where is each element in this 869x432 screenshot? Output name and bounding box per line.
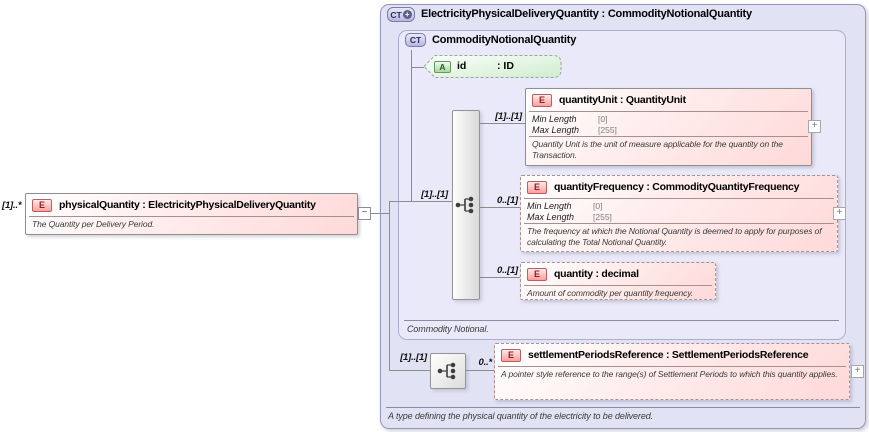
separator — [529, 136, 808, 137]
attribute-type: : ID — [497, 60, 514, 72]
complextype-icon-label: CT — [390, 9, 402, 20]
sequence-icon — [455, 196, 474, 214]
facet-row: Max Length [255] — [526, 124, 811, 135]
element-icon: E — [527, 267, 547, 281]
element-box-physicalquantity[interactable]: E physicalQuantity : ElectricityPhysical… — [25, 193, 358, 235]
facet-label: Min Length — [527, 200, 572, 211]
basetype-icon: CT — [405, 33, 426, 47]
element-icon: E — [32, 198, 52, 212]
separator — [524, 198, 834, 199]
element-icon: E — [501, 348, 521, 362]
facet-list: Min Length [0] Max Length [255] — [526, 112, 811, 135]
element-title: quantityUnit : QuantityUnit — [559, 94, 686, 106]
extension-sequence-cardinality: [1]..[1] — [400, 352, 427, 363]
collapse-button[interactable]: − — [358, 207, 371, 220]
basetype-title: CommodityNotionalQuantity — [432, 34, 577, 46]
element-title: quantity : decimal — [554, 268, 639, 280]
facet-list: Min Length [0] Max Length [255] — [521, 199, 837, 222]
expand-button-quantityunit[interactable]: + — [808, 120, 821, 133]
expand-button-settlementperiodsreference[interactable]: + — [851, 365, 864, 378]
element-icon: E — [532, 93, 552, 107]
connector-attribute-trunk — [411, 50, 412, 201]
complextype-plus-icon: CT+ — [387, 7, 415, 22]
connector-to-quantityunit — [480, 123, 525, 124]
basetype-footer-separator — [404, 320, 839, 321]
element-doc: Amount of commodity per quantity frequen… — [527, 288, 694, 298]
facet-row: Max Length [255] — [521, 211, 837, 222]
element-doc: The frequency at which the Notional Quan… — [527, 226, 822, 247]
element-doc: The Quantity per Delivery Period. — [32, 219, 155, 229]
separator — [498, 366, 846, 367]
facet-label: Max Length — [527, 211, 575, 222]
facet-row: Min Length [0] — [521, 200, 837, 211]
extension-sequence-compositor[interactable] — [430, 353, 466, 389]
sequence-compositor[interactable] — [452, 110, 480, 300]
connector-trunk — [389, 201, 390, 371]
connector-trunk-to-sequence — [389, 201, 452, 202]
separator — [529, 111, 808, 112]
complextype-doc: A type defining the physical quantity of… — [388, 411, 654, 421]
facet-value: [0] — [598, 113, 608, 124]
sequence-cardinality: [1]..[1] — [421, 189, 448, 200]
quantityfrequency-cardinality: 0..[1] — [497, 195, 518, 206]
settlementperiodsreference-cardinality: 0..* — [478, 357, 493, 368]
element-title: quantityFrequency : CommodityQuantityFre… — [554, 181, 800, 193]
connector-to-quantity — [480, 277, 520, 278]
quantityunit-cardinality: [1]..[1] — [495, 111, 522, 122]
connector-to-settlementperiodsreference — [466, 370, 494, 371]
separator — [29, 216, 354, 217]
facet-label: Max Length — [532, 124, 580, 135]
quantity-cardinality: 0..[1] — [497, 265, 518, 276]
attribute-shape[interactable] — [423, 53, 567, 80]
element-box-quantity[interactable]: E quantity : decimal Amount of commodity… — [520, 262, 716, 300]
connector-source-to-trunk — [371, 213, 390, 214]
attribute-icon: A — [434, 61, 451, 73]
sequence-icon — [437, 362, 456, 380]
element-doc: Quantity Unit is the unit of measure app… — [532, 139, 783, 160]
expand-button-quantityfrequency[interactable]: + — [833, 207, 846, 220]
connector-to-quantityfrequency — [480, 207, 520, 208]
element-title: settlementPeriodsReference : SettlementP… — [528, 349, 809, 361]
element-box-settlementperiodsreference[interactable]: E settlementPeriodsReference : Settlemen… — [494, 343, 850, 400]
complextype-footer-separator — [386, 407, 860, 408]
facet-row: Min Length [0] — [526, 113, 811, 124]
complextype-title: ElectricityPhysicalDeliveryQuantity : Co… — [421, 8, 752, 20]
connector-attribute-stub — [411, 67, 424, 68]
facet-label: Min Length — [532, 113, 577, 124]
connector-trunk-to-ext-sequence — [389, 370, 430, 371]
element-icon: E — [527, 180, 547, 194]
facet-value: [255] — [593, 211, 612, 222]
plus-circle-icon: + — [402, 10, 412, 19]
element-doc: A pointer style reference to the range(s… — [501, 369, 838, 379]
element-box-quantityunit[interactable]: E quantityUnit : QuantityUnit Min Length… — [525, 88, 812, 166]
separator — [524, 223, 834, 224]
facet-value: [255] — [598, 124, 617, 135]
element-title: physicalQuantity : ElectricityPhysicalDe… — [59, 199, 316, 211]
element-box-quantityfrequency[interactable]: E quantityFrequency : CommodityQuantityF… — [520, 175, 838, 252]
facet-value: [0] — [593, 200, 603, 211]
basetype-doc: Commodity Notional. — [407, 324, 489, 334]
separator — [524, 285, 712, 286]
source-cardinality: [1]..* — [2, 200, 22, 211]
attribute-name: id — [457, 60, 467, 72]
